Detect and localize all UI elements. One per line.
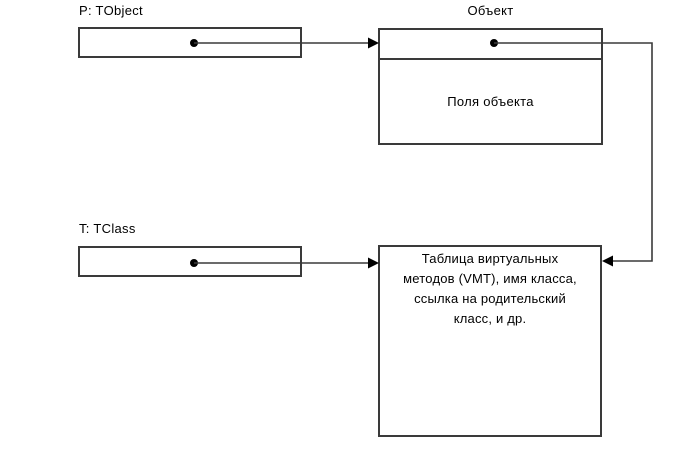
object-box: Поля объекта [378, 28, 603, 145]
pointer-p-label: P: TObject [79, 3, 143, 18]
vmt-text-line: класс, и др. [453, 311, 527, 326]
pointer-t-label: T: TClass [79, 221, 136, 236]
vmt-box: Таблица виртуальных методов (VMT), имя к… [378, 245, 602, 437]
vmt-text-line: ссылка на родительский [414, 291, 566, 306]
object-vmt-pointer-row [380, 30, 601, 60]
vmt-text-line: Таблица виртуальных [421, 251, 559, 266]
pointer-t-box [78, 246, 302, 277]
vmt-text-line: методов (VMT), имя класса, [403, 271, 577, 286]
object-box-title: Объект [467, 3, 514, 18]
pointer-p-box [78, 27, 302, 58]
arrow-object-to-vmt-head [602, 255, 613, 267]
object-fields-label: Поля объекта [447, 94, 534, 109]
